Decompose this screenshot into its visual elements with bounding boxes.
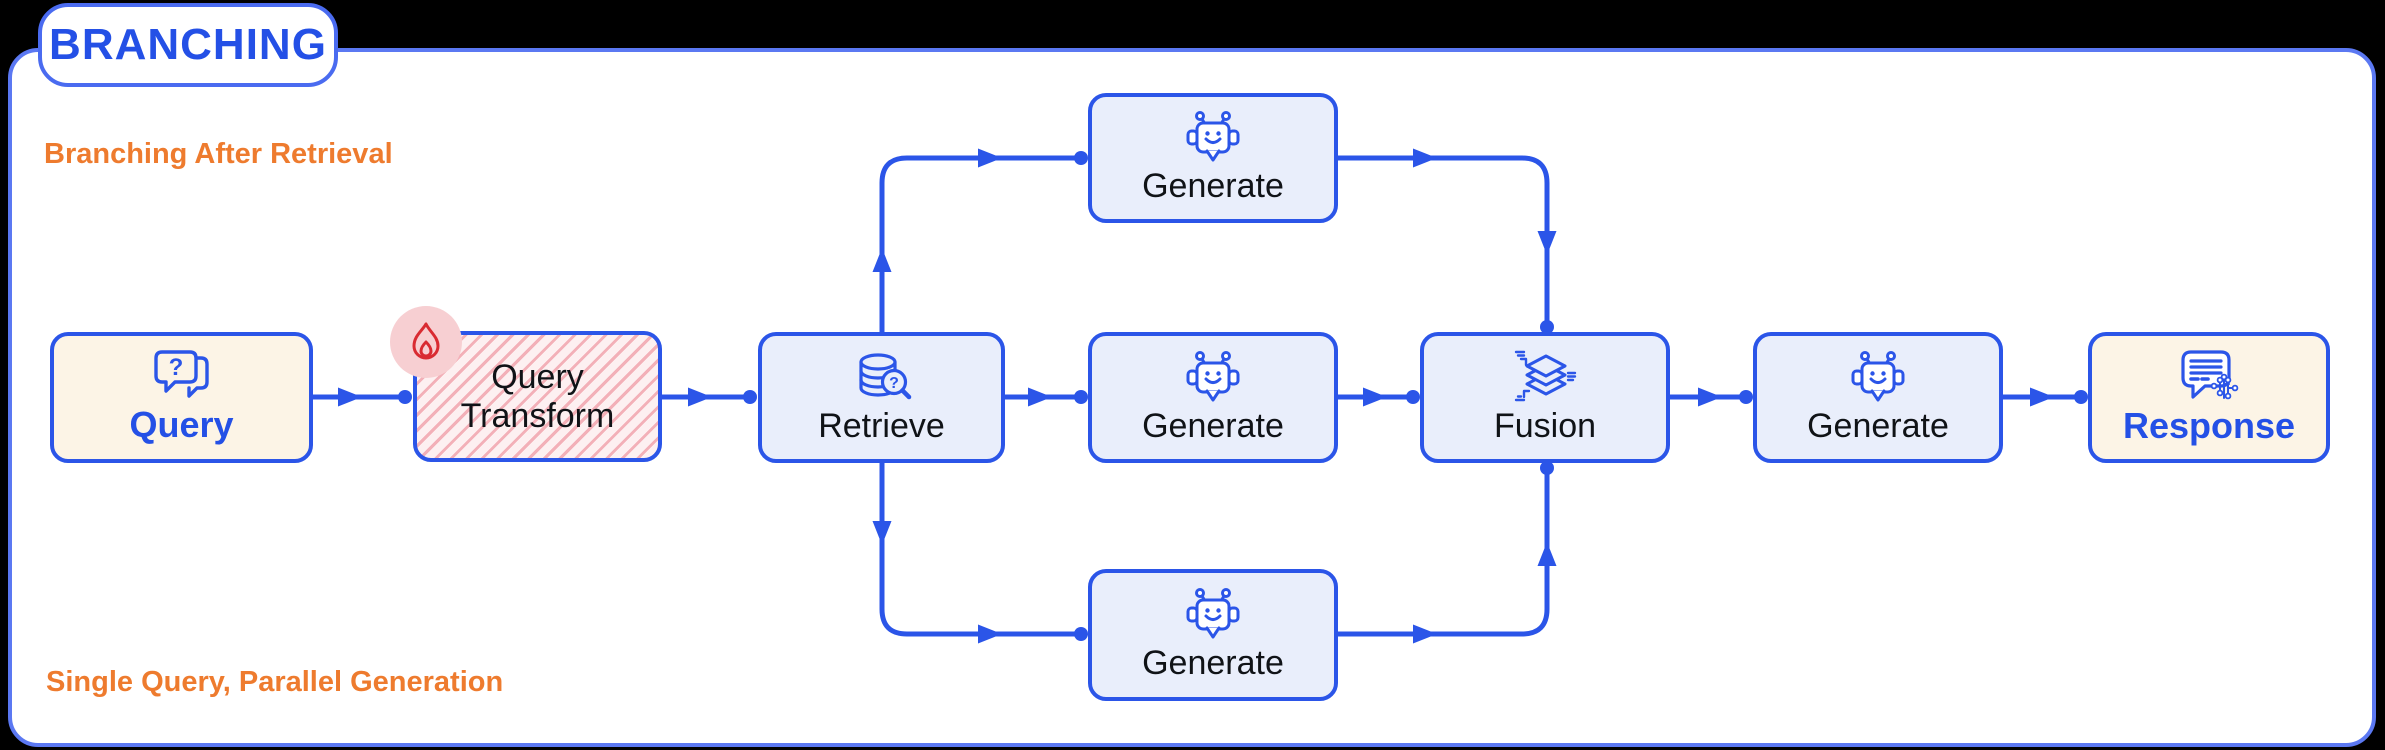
trainable-badge — [390, 306, 462, 378]
robot-icon — [1851, 350, 1905, 402]
section-label-branching-after-retrieval: Branching After Retrieval — [44, 138, 393, 170]
node-generate-right: Generate — [1753, 332, 2003, 463]
robot-icon — [1186, 350, 1240, 402]
node-label: Response — [2122, 405, 2296, 446]
fire-icon — [412, 322, 440, 360]
svg-text:?: ? — [168, 354, 183, 381]
node-label: Retrieve — [818, 406, 945, 445]
chat-question-icon: ? — [153, 350, 209, 398]
node-label: Generate — [1807, 406, 1949, 445]
robot-icon — [1186, 588, 1240, 639]
branching-title-badge: BRANCHING — [38, 3, 338, 87]
node-response: Response — [2088, 332, 2330, 463]
node-generate-middle: Generate — [1088, 332, 1338, 463]
chat-circuit-icon — [2181, 350, 2239, 400]
node-fusion: Fusion — [1420, 332, 1670, 463]
node-label: Fusion — [1493, 406, 1597, 445]
node-label: Generate — [1142, 406, 1284, 445]
node-retrieve: ? Retrieve — [758, 332, 1005, 463]
branching-title: BRANCHING — [49, 20, 327, 69]
node-query: ? Query — [50, 332, 313, 463]
node-generate-bottom: Generate — [1088, 569, 1338, 701]
node-generate-top: Generate — [1088, 93, 1338, 223]
node-label: Query — [129, 404, 234, 445]
section-label-single-query-parallel-generation: Single Query, Parallel Generation — [46, 666, 504, 698]
node-label: Generate — [1142, 167, 1284, 206]
robot-icon — [1186, 111, 1240, 162]
svg-text:?: ? — [889, 375, 899, 392]
node-label: Query Transform — [460, 358, 615, 435]
node-label: Generate — [1142, 644, 1284, 683]
database-search-icon: ? — [858, 353, 911, 400]
fusion-layers-icon — [1514, 350, 1577, 402]
